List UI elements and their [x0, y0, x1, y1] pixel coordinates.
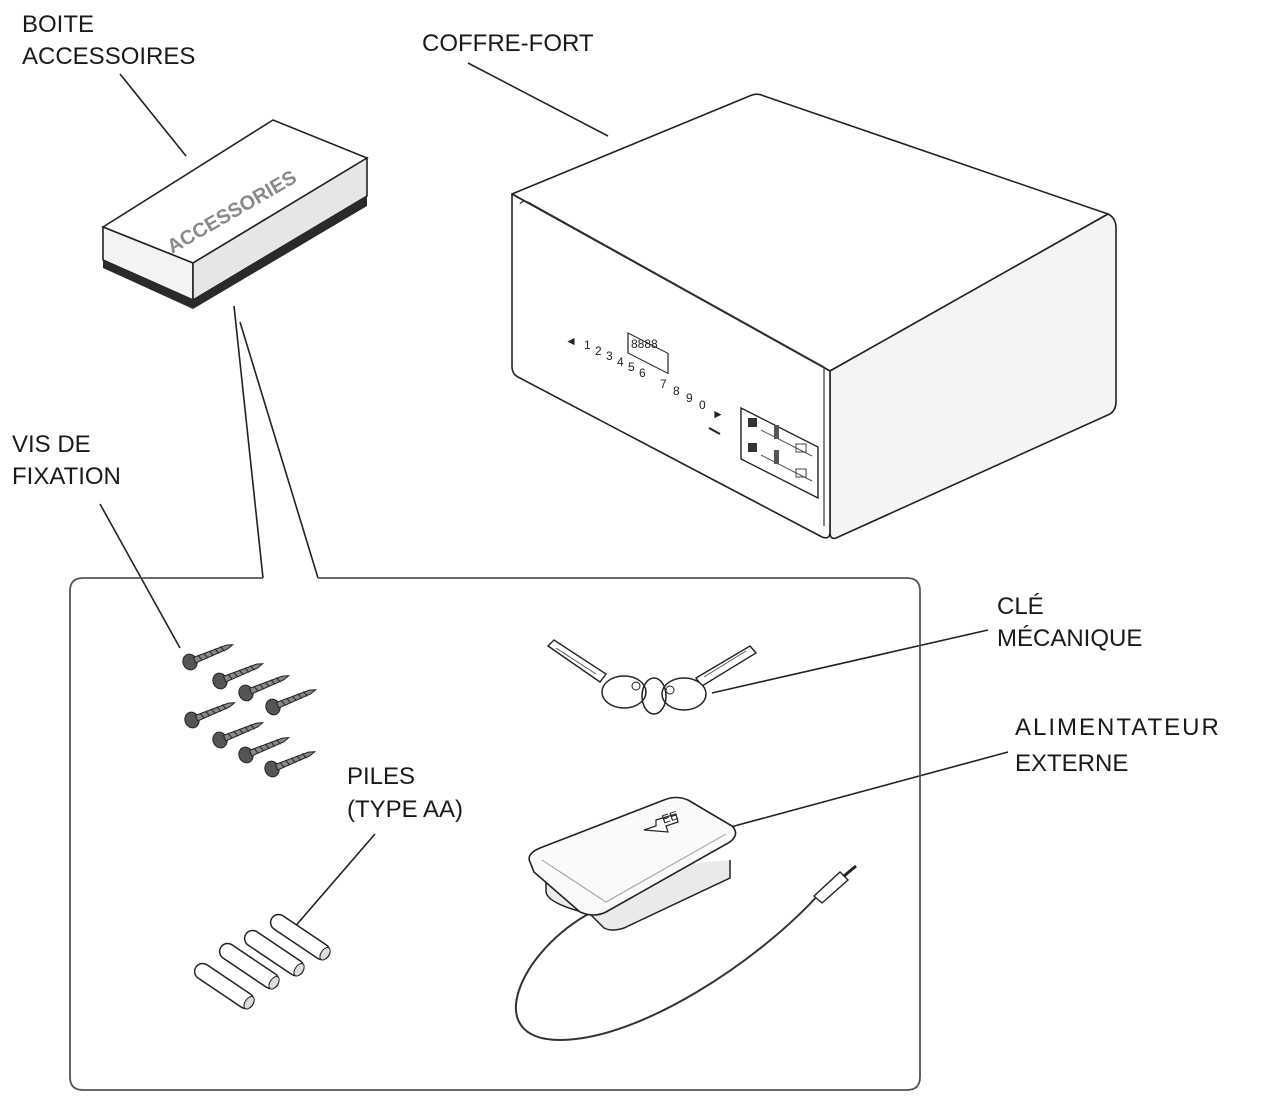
key-icon [546, 639, 647, 709]
safe-instruction-plate [740, 406, 819, 500]
leader-lines [99, 62, 1009, 931]
battery-icon [269, 913, 331, 961]
external-power-supply: EE [515, 796, 857, 1042]
accessories-tray [69, 577, 921, 1091]
leader-keys [711, 629, 989, 694]
battery-icon [193, 962, 255, 1010]
key-icon [661, 645, 758, 711]
key-9[interactable]: 9 [686, 391, 693, 405]
label-power-supply-line1: ALIMENTATEUR [1015, 714, 1221, 741]
label-accessory-box-line1: BOITE [22, 11, 94, 38]
label-power-supply-line2: EXTERNE [1015, 750, 1128, 777]
battery-icon [218, 942, 280, 990]
power-plug [812, 871, 850, 904]
power-supply-label: EE [660, 808, 680, 826]
screw-icon [212, 722, 265, 749]
key-2[interactable]: 2 [595, 344, 602, 358]
screw-icon [238, 737, 291, 764]
label-accessory-box: BOITE ACCESSOIRES [22, 11, 195, 70]
mounting-screws [182, 644, 318, 778]
safe-display-text: 8888 [631, 337, 658, 351]
key-8[interactable]: 8 [673, 384, 680, 398]
accessory-box: ACCESSORIES [101, 119, 369, 309]
label-batteries: PILES (TYPE AA) [347, 763, 463, 823]
arrow-icon [643, 813, 679, 833]
key-1[interactable]: 1 [584, 338, 591, 352]
callout-right [239, 321, 319, 579]
label-safe: COFFRE-FORT [422, 30, 594, 57]
leader-safe [467, 62, 609, 137]
label-screws-line1: VIS DE [12, 431, 91, 458]
label-screws-line2: FIXATION [12, 463, 121, 490]
screw-icon [184, 702, 237, 729]
safe: 8888 ◄ 1 2 3 4 5 6 7 8 9 0 ► [511, 93, 1117, 540]
leader-screws [99, 503, 181, 649]
label-batteries-line1: PILES [347, 763, 415, 790]
mechanical-keys [546, 639, 758, 715]
label-keys: CLÉ MÉCANIQUE [997, 593, 1142, 652]
callout-left [233, 305, 264, 579]
safe-display [627, 332, 669, 375]
keypad-arrow-left: ◄ [565, 334, 577, 348]
key-ring [641, 677, 667, 715]
key-6[interactable]: 6 [639, 366, 646, 380]
key-5[interactable]: 5 [628, 360, 635, 374]
leader-batteries [291, 833, 376, 931]
power-cable [515, 892, 821, 1042]
screw-icon [264, 751, 317, 778]
label-screws: VIS DE FIXATION [12, 431, 121, 490]
screw-icon [182, 644, 235, 671]
label-keys-line1: CLÉ [997, 593, 1044, 620]
label-accessory-box-line2: ACCESSOIRES [22, 43, 195, 70]
battery-icon [243, 929, 305, 977]
key-4[interactable]: 4 [617, 355, 624, 369]
leader-power-supply [726, 751, 1009, 829]
label-batteries-line2: (TYPE AA) [347, 796, 463, 823]
aa-batteries [193, 913, 331, 1010]
key-3[interactable]: 3 [606, 349, 613, 363]
screw-icon [212, 663, 265, 690]
key-7[interactable]: 7 [660, 377, 667, 391]
screw-icon [238, 675, 291, 702]
leader-accessory-box [119, 73, 187, 157]
screw-icon [265, 689, 318, 716]
label-power-supply: ALIMENTATEUR EXTERNE [1015, 714, 1221, 777]
label-keys-line2: MÉCANIQUE [997, 625, 1142, 652]
key-0[interactable]: 0 [699, 398, 706, 412]
keypad-arrow-right: ► [712, 407, 724, 421]
